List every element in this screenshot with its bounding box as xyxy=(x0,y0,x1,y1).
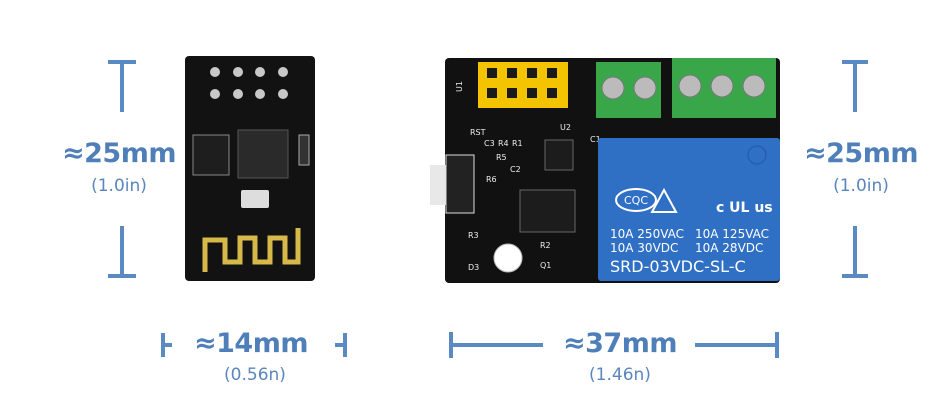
svg-text:R2: R2 xyxy=(540,241,551,250)
relay-width-label: ≈37mm xyxy=(563,328,677,359)
relay-height-inch: (1.0in) xyxy=(833,176,889,196)
optocoupler xyxy=(519,189,576,233)
svg-text:10A 30VDC: 10A 30VDC xyxy=(610,241,678,255)
esp01-module xyxy=(185,56,315,281)
esp01-height-label: ≈25mm xyxy=(62,138,176,169)
svg-text:C3: C3 xyxy=(484,139,495,148)
dimension-markers xyxy=(108,60,868,358)
esp01-width-inch: (0.56n) xyxy=(224,365,286,385)
svg-text:D3: D3 xyxy=(468,263,479,272)
svg-text:10A 250VAC: 10A 250VAC xyxy=(610,227,684,241)
svg-text:R6: R6 xyxy=(486,175,497,184)
pin-header xyxy=(210,67,288,99)
relay-board: U1 C3 R4 R1 U2 C1 R5 R6 C2 RST R3 D3 R2 … xyxy=(430,58,780,283)
svg-text:R4: R4 xyxy=(498,139,509,148)
svg-text:R1: R1 xyxy=(512,139,523,148)
svg-text:10A 125VAC: 10A 125VAC xyxy=(695,227,769,241)
svg-text:U1: U1 xyxy=(455,81,464,92)
crystal xyxy=(241,190,269,208)
esp01-height-inch: (1.0in) xyxy=(91,176,147,196)
svg-text:C1: C1 xyxy=(590,135,601,144)
svg-text:R3: R3 xyxy=(468,231,479,240)
relay-width-inch: (1.46n) xyxy=(589,365,651,385)
relay-height-label: ≈25mm xyxy=(804,138,918,169)
svg-text:SRD-03VDC-SL-C: SRD-03VDC-SL-C xyxy=(610,257,746,276)
rst-button xyxy=(430,165,448,205)
relay: CQC c UL us 10A 250VAC 10A 30VDC 10A 125… xyxy=(598,138,780,281)
cqc-mark xyxy=(615,188,657,212)
svg-text:RST: RST xyxy=(470,128,486,137)
svg-text:Q1: Q1 xyxy=(540,261,551,270)
pcb-antenna xyxy=(202,228,301,272)
svg-text:10A 28VDC: 10A 28VDC xyxy=(695,241,763,255)
esp8266-chip xyxy=(237,129,289,179)
mounting-hole xyxy=(493,243,523,273)
esp01-width-label: ≈14mm xyxy=(194,328,308,359)
svg-text:CQC: CQC xyxy=(624,194,648,207)
svg-text:R5: R5 xyxy=(496,153,507,162)
svg-text:c UL us: c UL us xyxy=(716,200,773,216)
svg-text:C2: C2 xyxy=(510,165,521,174)
svg-text:U2: U2 xyxy=(560,123,571,132)
